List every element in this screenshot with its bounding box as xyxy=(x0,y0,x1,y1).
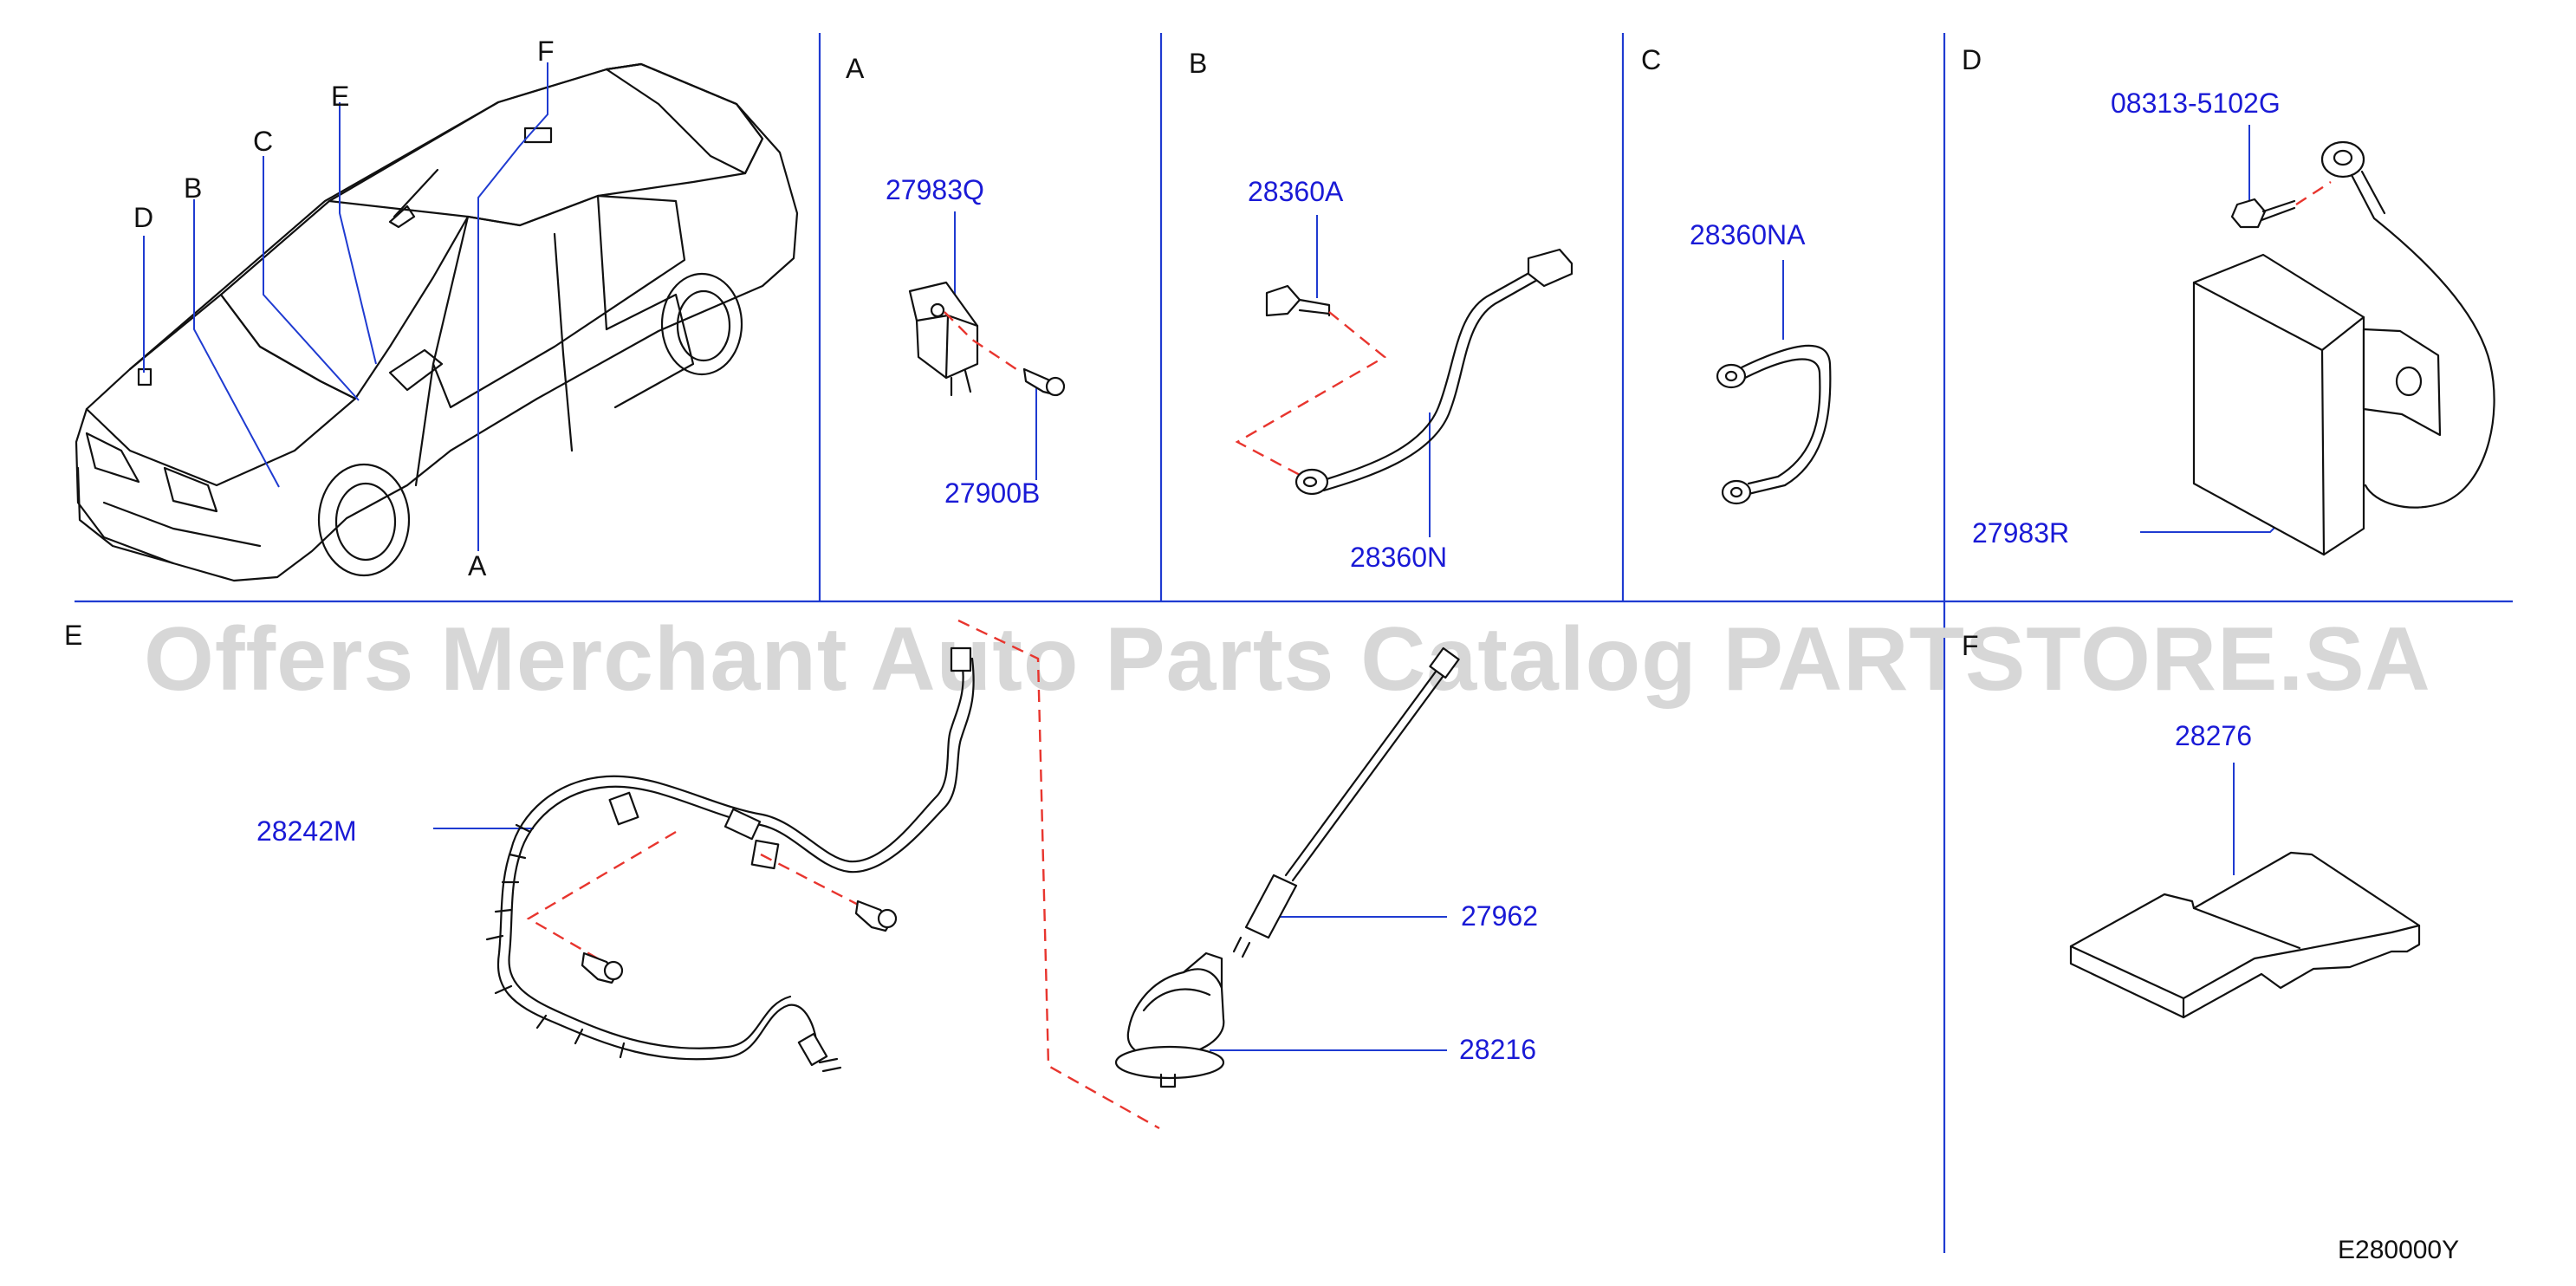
part-27900b-label[interactable]: 27900B xyxy=(944,477,1040,509)
section-e-label: E xyxy=(64,620,82,651)
section-d: D 08313-5102G 27983R xyxy=(1962,44,2495,556)
section-d-label: D xyxy=(1962,44,1982,75)
car-callout-e: E xyxy=(331,81,349,112)
connector-part xyxy=(1527,248,1574,288)
part-28216-label[interactable]: 28216 xyxy=(1459,1034,1536,1065)
diagram-code: E280000Y xyxy=(2338,1236,2459,1264)
part-28360na-label[interactable]: 28360NA xyxy=(1690,219,1806,250)
section-c-label: C xyxy=(1641,44,1661,75)
part-28242m-label[interactable]: 28242M xyxy=(256,815,357,847)
part-28360a-label[interactable]: 28360A xyxy=(1248,176,1344,207)
car-callout-c: C xyxy=(253,126,273,157)
bolt-part xyxy=(1265,284,1301,317)
section-f: F 28276 xyxy=(1962,630,2421,1019)
section-dividers xyxy=(75,33,2513,1253)
part-27983q-label[interactable]: 27983Q xyxy=(886,174,984,205)
ground-strap-c xyxy=(1740,344,1832,496)
feeder-cable xyxy=(509,657,964,863)
harness-clips xyxy=(485,646,972,1073)
car-callout-d: D xyxy=(133,202,153,233)
pad-part xyxy=(2069,851,2421,1019)
part-27962-label[interactable]: 27962 xyxy=(1461,900,1538,932)
section-b: B 28360A 28360N xyxy=(1189,48,1574,573)
screw-part-d xyxy=(2230,198,2267,229)
section-a-label: A xyxy=(846,53,865,84)
car-callout-b: B xyxy=(184,172,202,204)
car-callout-f: F xyxy=(537,36,555,67)
section-f-label: F xyxy=(1962,630,1979,661)
part-08313-5102g-label[interactable]: 08313-5102G xyxy=(2111,88,2281,119)
watermark: Offers Merchant Auto Parts Catalog PARTS… xyxy=(144,609,2431,710)
car-callout-a: A xyxy=(468,550,487,581)
part-27983r-label[interactable]: 27983R xyxy=(1972,517,2069,549)
section-e: E 28242M 27962 28216 xyxy=(64,619,1538,1130)
section-a: A 27983Q 27900B xyxy=(846,53,1066,509)
relay-part xyxy=(908,281,979,380)
antenna-rod xyxy=(1284,657,1447,877)
car-illustration xyxy=(75,62,799,582)
car-callout-labels: F E C B D A xyxy=(133,36,555,581)
section-c: C 28360NA xyxy=(1641,44,1832,505)
part-28276-label[interactable]: 28276 xyxy=(2175,720,2252,751)
part-28360n-label[interactable]: 28360N xyxy=(1350,542,1447,573)
section-b-label: B xyxy=(1189,48,1207,79)
module-box xyxy=(2192,253,2365,556)
car-callout-leaders xyxy=(143,62,548,551)
antenna-base xyxy=(1126,968,1225,1059)
